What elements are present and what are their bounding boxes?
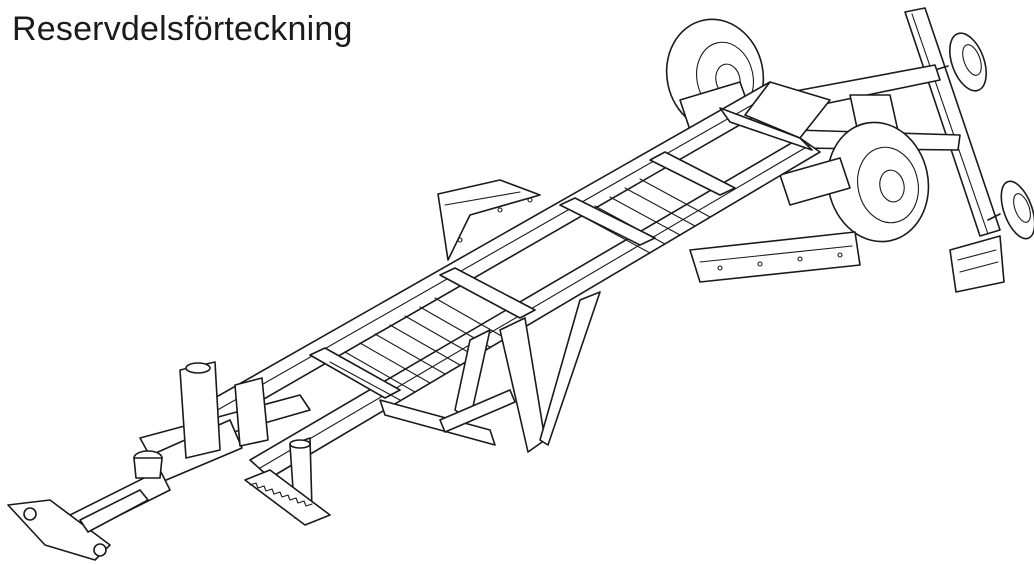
front-hitch bbox=[7, 361, 331, 561]
main-frame bbox=[189, 81, 831, 479]
rear-toolbar bbox=[904, 7, 1005, 293]
caster-wheel-upper bbox=[934, 32, 988, 92]
caster-wheel-lower bbox=[987, 180, 1034, 240]
rear-wheel-right bbox=[779, 121, 930, 243]
side-wing-left bbox=[437, 179, 541, 261]
frame-legs bbox=[379, 291, 601, 453]
side-wing-right bbox=[689, 231, 861, 283]
deck-slats-rear bbox=[579, 178, 711, 254]
page-title: Reservdelsförteckning bbox=[12, 10, 353, 48]
